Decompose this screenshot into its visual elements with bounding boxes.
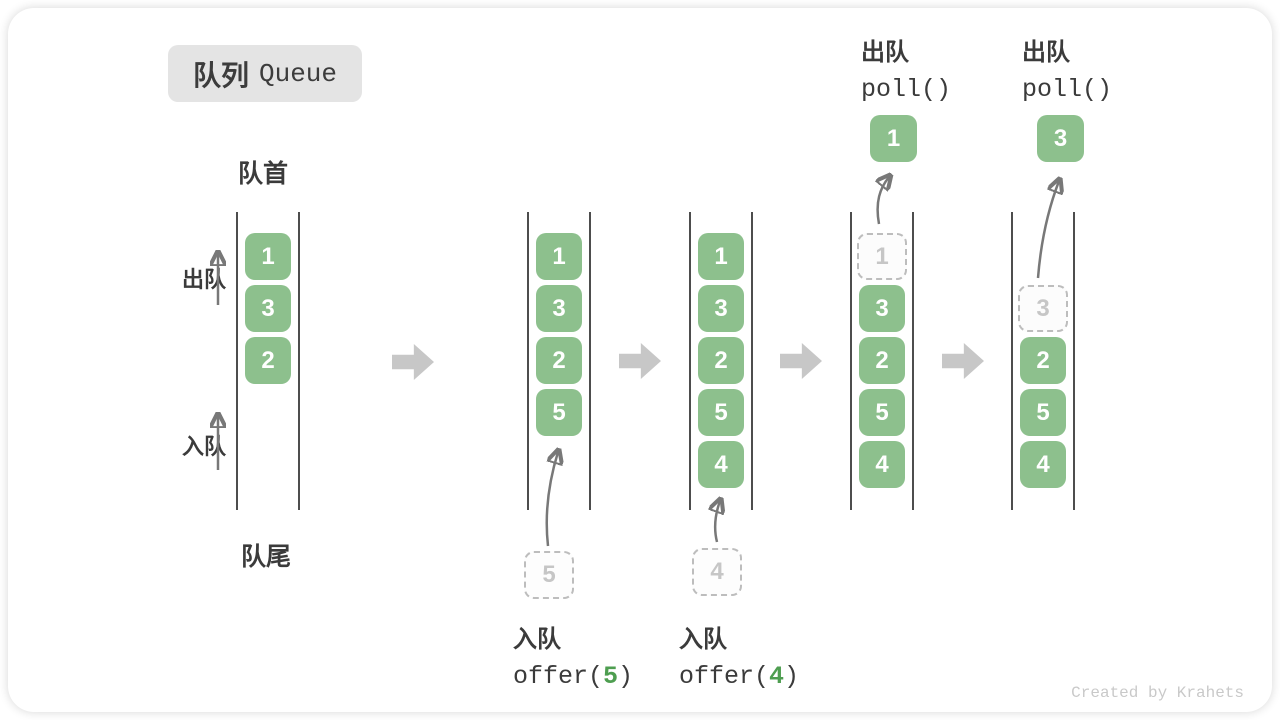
queue-cell: 1 <box>536 233 582 280</box>
queue-cell: 4 <box>859 441 905 488</box>
queue-wall <box>298 212 300 510</box>
queue-cells: 1 3 2 5 4 <box>850 212 914 510</box>
poll-header-2: 出队 poll() <box>1022 32 1112 104</box>
staged-value-box: 5 <box>524 551 574 599</box>
queue-state-4: 1 3 2 5 4 <box>850 212 914 510</box>
dequeue-op-label: 出队 <box>861 39 909 66</box>
queue-cell: 4 <box>698 441 744 488</box>
queue-cell: 5 <box>536 389 582 436</box>
queue-cells: 1 3 2 <box>236 212 300 510</box>
poll-code-label: poll() <box>861 75 952 104</box>
queue-cell: 3 <box>536 285 582 332</box>
queue-cell: 3 <box>245 285 291 332</box>
code-arg: 5 <box>603 662 619 691</box>
queue-cells: 3 2 5 4 <box>1011 212 1075 510</box>
queue-cell-ghost: 1 <box>857 233 907 280</box>
queue-cells: 1 3 2 5 4 <box>689 212 753 510</box>
queue-cell: 5 <box>859 389 905 436</box>
code-close: ) <box>784 662 800 691</box>
code-arg: 4 <box>769 662 785 691</box>
popped-value-box: 1 <box>870 115 917 162</box>
queue-state-3: 1 3 2 5 4 <box>689 212 753 510</box>
queue-cell: 3 <box>698 285 744 332</box>
queue-state-2: 1 3 2 5 <box>527 212 591 510</box>
queue-wall <box>689 212 691 510</box>
enqueue-side-label: 入队 <box>182 434 227 459</box>
queue-front-label: 队首 <box>238 160 289 188</box>
popped-value-box: 3 <box>1037 115 1084 162</box>
code-fn: offer( <box>513 662 604 691</box>
queue-wall <box>1073 212 1075 510</box>
dequeue-op-label: 出队 <box>1022 39 1070 66</box>
queue-cell: 3 <box>859 285 905 332</box>
queue-cell: 5 <box>698 389 744 436</box>
queue-wall <box>912 212 914 510</box>
enqueue-op-label: 入队 <box>513 626 561 653</box>
offer-footer-2: 入队 offer(4) <box>679 619 799 691</box>
offer-code-label: offer(5) <box>513 662 633 691</box>
staged-value-box: 4 <box>692 548 742 596</box>
queue-wall <box>589 212 591 510</box>
queue-cell: 2 <box>698 337 744 384</box>
queue-wall <box>850 212 852 510</box>
queue-wall <box>751 212 753 510</box>
dequeue-side-label: 出队 <box>182 267 227 292</box>
poll-code-label: poll() <box>1022 75 1113 104</box>
queue-wall <box>236 212 238 510</box>
queue-wall <box>1011 212 1013 510</box>
queue-cells: 1 3 2 5 <box>527 212 591 510</box>
queue-cell: 5 <box>1020 389 1066 436</box>
queue-cell: 2 <box>1020 337 1066 384</box>
queue-cell-ghost: 3 <box>1018 285 1068 332</box>
poll-header-1: 出队 poll() <box>861 32 951 104</box>
title-english: Queue <box>259 58 338 89</box>
queue-wall <box>527 212 529 510</box>
queue-cell: 2 <box>536 337 582 384</box>
code-fn: offer( <box>679 662 770 691</box>
offer-footer-1: 入队 offer(5) <box>513 619 633 691</box>
offer-code-label: offer(4) <box>679 662 799 691</box>
queue-rear-label: 队尾 <box>241 543 292 571</box>
title-chinese: 队列 <box>192 59 249 91</box>
enqueue-op-label: 入队 <box>679 626 727 653</box>
queue-cell: 4 <box>1020 441 1066 488</box>
queue-cell: 2 <box>245 337 291 384</box>
watermark: Created by Krahets <box>1071 684 1244 702</box>
queue-cell: 1 <box>245 233 291 280</box>
code-close: ) <box>618 662 634 691</box>
title-badge: 队列 Queue <box>168 45 362 102</box>
queue-cell: 1 <box>698 233 744 280</box>
queue-cell: 2 <box>859 337 905 384</box>
queue-state-5: 3 2 5 4 <box>1011 212 1075 510</box>
queue-state-1: 1 3 2 <box>236 212 300 510</box>
